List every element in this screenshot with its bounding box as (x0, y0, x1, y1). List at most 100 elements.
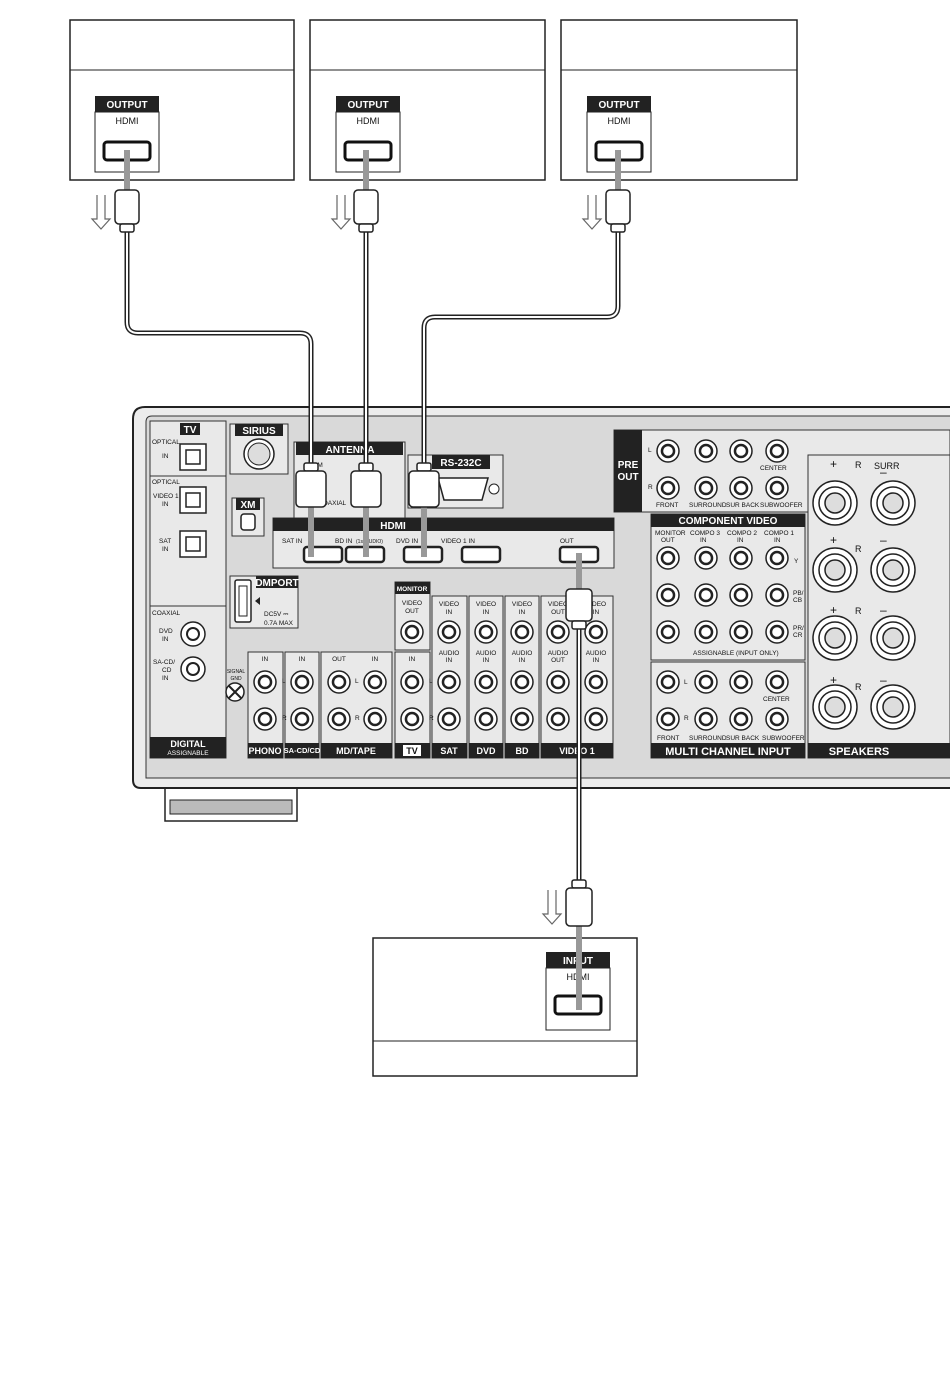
svg-text:IN: IN (299, 656, 306, 663)
svg-text:COAXIAL: COAXIAL (152, 610, 181, 617)
rca-jack-center (367, 674, 383, 690)
label-sacd: SA-CD/CD (284, 746, 321, 755)
svg-text:VIDEO: VIDEO (586, 601, 606, 608)
svg-text:SUR BACK: SUR BACK (726, 735, 760, 742)
svg-text:L: L (648, 447, 652, 454)
svg-text:FRONT: FRONT (657, 735, 679, 742)
component-video-jacks (656, 546, 789, 644)
rca-jack-center (769, 443, 785, 459)
rs232c-label: RS-232C (440, 458, 481, 469)
rca-jack-center (294, 711, 310, 727)
rca-jack-center (660, 550, 676, 566)
speaker-terminal (824, 559, 846, 581)
svg-text:+: + (830, 603, 837, 617)
rca-jack-center (733, 674, 749, 690)
rca-jack-center (769, 624, 785, 640)
svg-text:CR: CR (793, 632, 803, 639)
svg-text:GND: GND (230, 676, 242, 682)
rca-jack-center (660, 587, 676, 603)
multi-channel-input-jacks (656, 670, 789, 731)
svg-text:OPTICAL: OPTICAL (152, 439, 180, 446)
hdmi-label: HDMI (608, 116, 631, 126)
speaker-terminals (812, 480, 916, 730)
rca-jack-center (550, 711, 566, 727)
svg-text:OUT: OUT (551, 657, 565, 664)
svg-text:AUDIO: AUDIO (512, 650, 533, 657)
svg-text:IN: IN (162, 501, 169, 508)
svg-text:L: L (355, 678, 359, 685)
rca-jack-center (550, 674, 566, 690)
svg-text:BD IN: BD IN (335, 538, 353, 545)
svg-text:AUDIO: AUDIO (586, 650, 607, 657)
svg-text:–: – (880, 603, 887, 617)
hdmi-label: HDMI (116, 116, 139, 126)
svg-text:IN: IN (446, 609, 453, 616)
hdmi-label: HDMI (357, 116, 380, 126)
svg-text:OUT: OUT (560, 538, 574, 545)
digital-label: DIGITAL (170, 739, 206, 749)
svg-text:L: L (429, 678, 433, 685)
svg-text:0.7A MAX: 0.7A MAX (264, 620, 294, 627)
label-mdtape: MD/TAPE (336, 746, 376, 756)
svg-text:OUT: OUT (551, 609, 565, 616)
svg-text:R: R (429, 715, 434, 722)
svg-text:+: + (830, 533, 837, 547)
label-bd: BD (516, 746, 529, 756)
svg-text:+: + (830, 673, 837, 687)
svg-text:SUBWOOFER: SUBWOOFER (762, 735, 805, 742)
signal-gnd: SIGNAL GND (225, 669, 245, 702)
svg-text:VIDEO 1: VIDEO 1 (153, 493, 179, 500)
rca-jack-center (441, 711, 457, 727)
svg-text:IN: IN (519, 657, 526, 664)
rca-jack-center (660, 711, 676, 727)
svg-text:VIDEO: VIDEO (439, 601, 459, 608)
svg-text:R: R (855, 682, 862, 692)
svg-text:IN: IN (162, 675, 169, 682)
svg-text:L: L (684, 679, 688, 686)
rca-jack-center (478, 711, 494, 727)
svg-text:OUT: OUT (332, 656, 346, 663)
svg-text:VIDEO: VIDEO (548, 601, 568, 608)
svg-text:MONITOR: MONITOR (655, 530, 686, 537)
svg-text:R: R (355, 715, 360, 722)
svg-text:AUDIO: AUDIO (548, 650, 569, 657)
svg-text:SA-CD/: SA-CD/ (153, 659, 175, 666)
rca-jack-center (769, 711, 785, 727)
svg-text:AUDIO: AUDIO (476, 650, 497, 657)
signal-flow-arrows (90, 195, 603, 925)
xm-label: XM (241, 500, 256, 511)
rca-jack-center (698, 587, 714, 603)
output-label: OUTPUT (347, 100, 388, 111)
svg-text:AUDIO: AUDIO (439, 650, 460, 657)
rca-jack-center (588, 711, 604, 727)
svg-text:IN: IN (409, 656, 416, 663)
tv-tab: TV (184, 425, 197, 436)
speaker-plus-minus: + R – + R – + R – + R – (830, 457, 887, 692)
svg-text:IN: IN (737, 537, 744, 544)
source-device-3: OUTPUT HDMI (560, 19, 798, 181)
svg-text:IN: IN (162, 453, 169, 460)
svg-text:IN: IN (162, 546, 169, 553)
rca-jack-center (698, 624, 714, 640)
speaker-terminal (882, 627, 904, 649)
svg-text:COMPO 2: COMPO 2 (727, 530, 757, 537)
svg-text:R: R (855, 544, 862, 554)
label-dvd: DVD (476, 746, 496, 756)
rca-jack-center (769, 674, 785, 690)
svg-text:–: – (880, 673, 887, 687)
tv-device: INPUT HDMI (372, 937, 638, 1077)
speaker-terminal (824, 696, 846, 718)
svg-text:IN: IN (519, 609, 526, 616)
rca-jack-center (588, 674, 604, 690)
antenna-label: ANTENNA (326, 445, 375, 456)
svg-text:DVD: DVD (159, 628, 173, 635)
svg-text:CB: CB (793, 597, 802, 604)
sirius-label: SIRIUS (242, 426, 276, 437)
dmport-label: DMPORT (255, 578, 298, 589)
svg-text:IN: IN (262, 656, 269, 663)
rca-jack-center (367, 711, 383, 727)
svg-text:SAT: SAT (159, 538, 171, 545)
svg-text:OPTICAL: OPTICAL (152, 479, 180, 486)
svg-text:CENTER: CENTER (760, 465, 787, 472)
